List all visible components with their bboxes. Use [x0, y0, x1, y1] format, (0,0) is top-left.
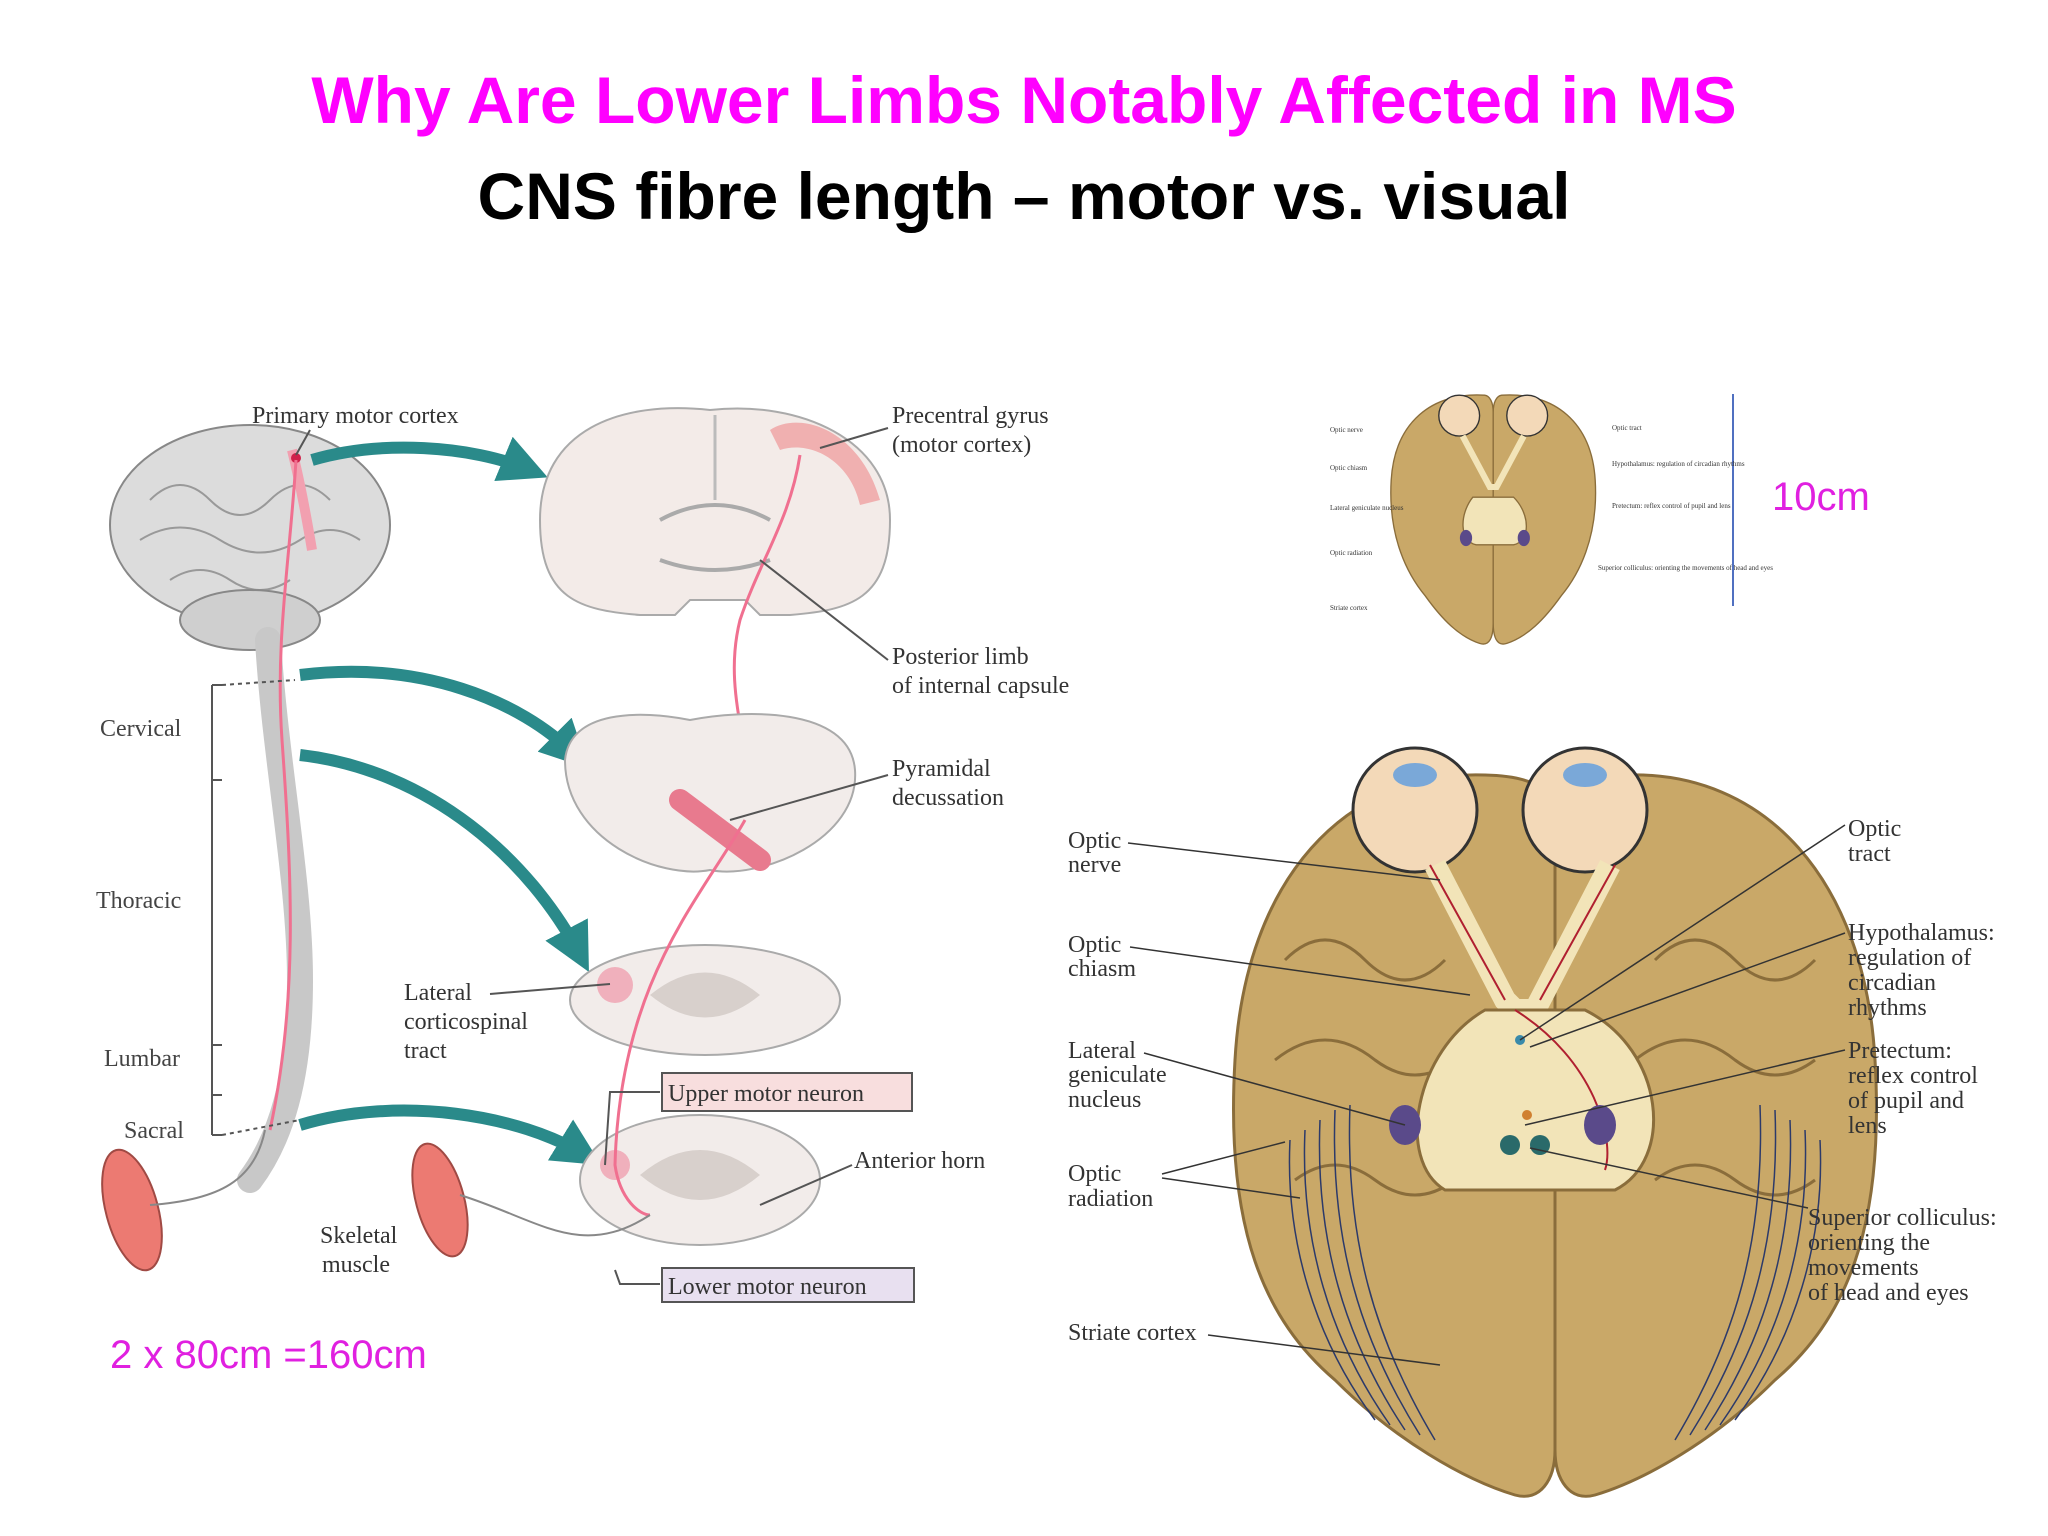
label-skeletal-2: muscle — [322, 1252, 390, 1278]
label-optic-nerve-1: Optic — [1068, 828, 1121, 854]
label-thoracic: Thoracic — [96, 888, 181, 914]
label-anterior-horn: Anterior horn — [854, 1148, 985, 1174]
label-optic-chiasm-1: Optic — [1068, 932, 1121, 958]
label-primary-motor-cortex: Primary motor cortex — [252, 403, 459, 429]
large-brain-illustration — [1231, 746, 1879, 1498]
label-upper-motor-neuron: Upper motor neuron — [668, 1081, 864, 1107]
visual-pathway-large: Optic nerve Optic chiasm Lateral genicul… — [1068, 746, 1997, 1498]
label-superior-colliculus-4: of head and eyes — [1808, 1280, 1969, 1306]
slide-title: Why Are Lower Limbs Notably Affected in … — [311, 63, 1737, 137]
spinal-segment-brackets — [211, 679, 301, 1136]
label-skeletal-1: Skeletal — [320, 1223, 398, 1249]
label-lgn-1: Lateral — [1068, 1038, 1136, 1064]
motor-leader-lines — [295, 427, 889, 1285]
small-labels: Optic nerve Optic chiasm Lateral genicul… — [1330, 424, 1773, 612]
label-pretectum-1: Pretectum: — [1848, 1038, 1952, 1064]
motor-pathway-diagram: Cervical Thoracic Lumbar Sacral — [96, 403, 1069, 1377]
small-brain-illustration — [1390, 394, 1597, 645]
small-label-striate-cortex: Striate cortex — [1330, 604, 1368, 612]
label-cervical: Cervical — [100, 716, 182, 742]
label-precentral-gyrus-1: Precentral gyrus — [892, 403, 1049, 429]
upper-motor-neuron-box — [661, 1072, 913, 1112]
small-label-lgn: Lateral geniculate nucleus — [1330, 504, 1404, 512]
small-label-pretectum: Pretectum: reflex control of pupil and l… — [1612, 502, 1731, 510]
spinal-cord — [237, 627, 314, 1193]
lower-motor-neuron-line — [459, 1194, 651, 1237]
cervical-cord-section — [569, 944, 841, 1056]
small-label-superior-colliculus: Superior colliculus: orienting the movem… — [1598, 564, 1773, 572]
small-label-optic-chiasm: Optic chiasm — [1330, 464, 1368, 472]
label-pretectum-3: of pupil and — [1848, 1088, 1964, 1114]
label-lumbar: Lumbar — [104, 1046, 180, 1072]
skeletal-muscle-left — [101, 1148, 163, 1272]
small-label-optic-radiation: Optic radiation — [1330, 549, 1373, 557]
lower-motor-neuron-box — [661, 1267, 915, 1303]
label-optic-nerve-2: nerve — [1068, 852, 1121, 878]
label-pretectum-4: lens — [1848, 1113, 1887, 1139]
label-superior-colliculus-2: orienting the — [1808, 1230, 1930, 1256]
label-superior-colliculus-1: Superior colliculus: — [1808, 1205, 1997, 1231]
slide-subtitle: CNS fibre length – motor vs. visual — [477, 159, 1571, 233]
label-optic-radiation-2: radiation — [1068, 1186, 1153, 1212]
visual-pathway-small: 10cm Optic nerve Optic chiasm Lateral ge… — [1330, 394, 1870, 645]
skeletal-muscle-right — [411, 1142, 469, 1258]
label-superior-colliculus-3: movements — [1808, 1255, 1919, 1281]
label-lateral-3: tract — [404, 1038, 447, 1064]
tract-lower — [613, 819, 747, 1217]
small-label-optic-tract: Optic tract — [1612, 424, 1642, 432]
label-pretectum-2: reflex control — [1848, 1063, 1978, 1089]
label-optic-tract-1: Optic — [1848, 816, 1901, 842]
label-hypothalamus-4: rhythms — [1848, 995, 1927, 1021]
teal-arrows — [298, 436, 602, 1166]
small-label-hypothalamus: Hypothalamus: regulation of circadian rh… — [1612, 460, 1745, 468]
corticospinal-tract-line — [268, 459, 298, 1131]
coronal-brain-section — [538, 407, 892, 616]
scale-label: 10cm — [1772, 475, 1870, 519]
label-posterior-limb-2: of internal capsule — [892, 673, 1069, 699]
label-pyramidal-1: Pyramidal — [892, 756, 991, 782]
nerve-to-muscle-left — [149, 1129, 266, 1206]
label-lateral-2: corticospinal — [404, 1009, 528, 1035]
label-lower-motor-neuron: Lower motor neuron — [668, 1274, 867, 1300]
label-posterior-limb-1: Posterior limb — [892, 644, 1029, 670]
label-hypothalamus-1: Hypothalamus: — [1848, 920, 1995, 946]
label-hypothalamus-2: regulation of — [1848, 945, 1971, 971]
medulla-section — [563, 713, 857, 873]
label-lgn-2: geniculate — [1068, 1062, 1167, 1088]
motor-length-note: 2 x 80cm =160cm — [110, 1333, 427, 1377]
label-hypothalamus-3: circadian — [1848, 970, 1936, 996]
label-pyramidal-2: decussation — [892, 785, 1004, 811]
label-lateral-1: Lateral — [404, 980, 472, 1006]
label-sacral: Sacral — [124, 1118, 184, 1144]
small-label-optic-nerve: Optic nerve — [1330, 426, 1363, 434]
label-precentral-gyrus-2: (motor cortex) — [892, 432, 1031, 458]
label-optic-chiasm-2: chiasm — [1068, 956, 1136, 982]
visual-leader-lines — [1127, 824, 1846, 1366]
label-optic-tract-2: tract — [1848, 841, 1891, 867]
label-lgn-3: nucleus — [1068, 1087, 1141, 1113]
brain-lateral-illustration — [109, 424, 391, 651]
label-striate-cortex: Striate cortex — [1068, 1320, 1197, 1346]
label-optic-radiation-1: Optic — [1068, 1161, 1121, 1187]
